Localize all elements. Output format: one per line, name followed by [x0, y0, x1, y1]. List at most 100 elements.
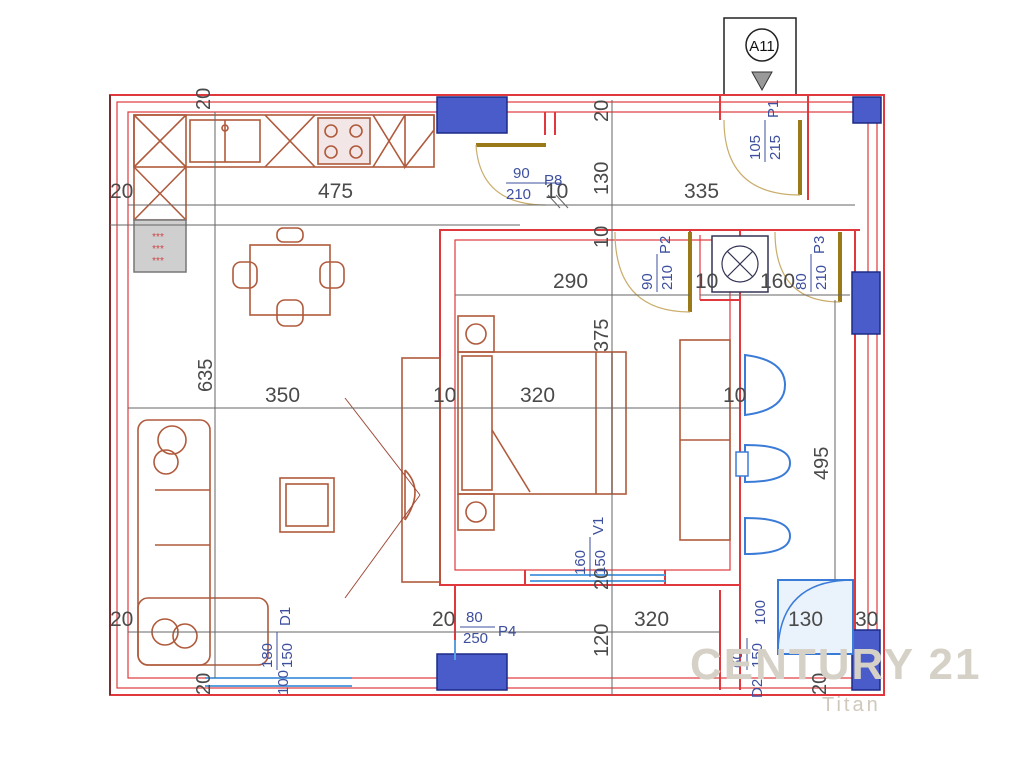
- nightstand-icon: [457, 493, 495, 531]
- dim-label: 290: [553, 270, 588, 293]
- watermark-sub: Titan: [822, 694, 881, 716]
- svg-text:***: ***: [152, 256, 164, 267]
- bidet-icon: [744, 516, 792, 556]
- svg-text:160: 160: [572, 550, 589, 575]
- dim-label: 20: [110, 608, 133, 631]
- entrance-arrow-icon: [751, 71, 773, 92]
- dim-label: 20: [432, 608, 455, 631]
- dim-label: 20: [591, 568, 613, 590]
- column: [852, 96, 882, 124]
- chair-icon: [276, 227, 304, 243]
- windows: [205, 574, 665, 687]
- svg-text:210: 210: [506, 186, 531, 203]
- doors: [475, 119, 842, 313]
- svg-text:80: 80: [466, 609, 483, 626]
- columns: [436, 96, 882, 691]
- svg-text:210: 210: [813, 265, 830, 290]
- bed-icon: [457, 351, 627, 495]
- column: [436, 96, 508, 134]
- washbasin-icon: [744, 353, 787, 417]
- svg-text:150: 150: [592, 550, 609, 575]
- dim-label: 10: [695, 270, 718, 293]
- svg-text:150: 150: [279, 643, 296, 668]
- dim-label: 20: [193, 88, 215, 110]
- svg-text:P2: P2: [657, 236, 674, 254]
- dim-label: 10: [723, 384, 746, 407]
- svg-text:D2: D2: [749, 679, 766, 698]
- marker-label: A11: [749, 38, 775, 55]
- svg-text:***: ***: [152, 232, 164, 243]
- marker-circle-icon: [745, 28, 779, 62]
- dim-label: 375: [591, 319, 613, 352]
- kitchen: *** *** ***: [133, 114, 435, 273]
- opening-V1: 160 150 V1: [572, 517, 609, 577]
- svg-text:P4: P4: [498, 623, 516, 640]
- fridge-icon: [133, 219, 187, 273]
- column: [851, 629, 881, 691]
- watermark-brand: CENTURY 21: [690, 640, 982, 689]
- nightstand-icon: [457, 315, 495, 353]
- bathroom-fixtures: [711, 235, 854, 655]
- svg-text:P8: P8: [544, 172, 562, 189]
- column: [436, 653, 508, 691]
- svg-text:60: 60: [729, 651, 746, 668]
- dim-label: 130: [591, 162, 613, 195]
- svg-text:150: 150: [749, 643, 766, 668]
- dim-label: 20: [809, 673, 831, 695]
- chair-icon: [232, 261, 258, 289]
- svg-text:215: 215: [767, 135, 784, 160]
- svg-text:180: 180: [259, 643, 276, 668]
- shower-tray-icon: [777, 579, 854, 655]
- svg-text:90: 90: [513, 165, 530, 182]
- toilet-icon: [744, 443, 792, 484]
- window-sill-label: 100: [275, 670, 292, 695]
- dim-label: 20: [193, 673, 215, 695]
- entrance-marker: A11: [723, 17, 797, 95]
- svg-text:210: 210: [659, 265, 676, 290]
- dim-label: 495: [811, 447, 833, 480]
- svg-text:80: 80: [793, 273, 810, 290]
- svg-text:V1: V1: [590, 517, 607, 535]
- window-sill-label: 100: [752, 600, 769, 625]
- tv-unit-icon: [401, 357, 441, 583]
- opening-labels: 105 215 P1 90 210 P8 90 210 P2 80 210 P3: [259, 100, 830, 698]
- dim-label: 10: [591, 226, 613, 248]
- opening-D2: 60 150 D2: [729, 638, 766, 698]
- svg-text:90: 90: [639, 273, 656, 290]
- dim-label: 10: [545, 180, 568, 203]
- dim-label: 10: [433, 384, 456, 407]
- column: [851, 271, 881, 335]
- coffee-table-icon: [279, 477, 335, 533]
- svg-text:D1: D1: [277, 607, 294, 626]
- opening-P1: 105 215 P1: [747, 100, 784, 162]
- dim-label: 320: [634, 608, 669, 631]
- dim-label: 350: [265, 384, 300, 407]
- dim-label: 130: [788, 608, 823, 631]
- opening-P4: 80 250 P4: [460, 609, 516, 647]
- opening-P3: 80 210 P3: [793, 236, 830, 292]
- opening-P2: 90 210 P2: [639, 236, 676, 292]
- dim-label: 160: [760, 270, 795, 293]
- dining-table: [232, 227, 345, 327]
- dim-label: 475: [318, 180, 353, 203]
- dim-label: 20: [591, 100, 613, 122]
- dim-label: 120: [591, 624, 613, 657]
- chair-icon: [319, 261, 345, 289]
- dimension-labels: 20 20 20 475 10 335 130 10 290 10 160 37…: [110, 88, 878, 695]
- svg-text:105: 105: [747, 135, 764, 160]
- dim-label: 320: [520, 384, 555, 407]
- svg-text:***: ***: [152, 244, 164, 255]
- chair-icon: [276, 299, 304, 327]
- sofa-icon: [137, 419, 211, 666]
- dim-label: 335: [684, 180, 719, 203]
- dim-label: 20: [110, 180, 133, 203]
- svg-text:250: 250: [463, 630, 488, 647]
- dim-label: 635: [195, 359, 217, 392]
- stove-icon: [317, 117, 371, 165]
- dimension-lines: [110, 100, 855, 695]
- svg-text:P3: P3: [811, 236, 828, 254]
- svg-text:P1: P1: [765, 100, 782, 118]
- opening-P8: 90 210 P8: [506, 165, 562, 203]
- opening-D1: 180 150 D1: [259, 607, 296, 670]
